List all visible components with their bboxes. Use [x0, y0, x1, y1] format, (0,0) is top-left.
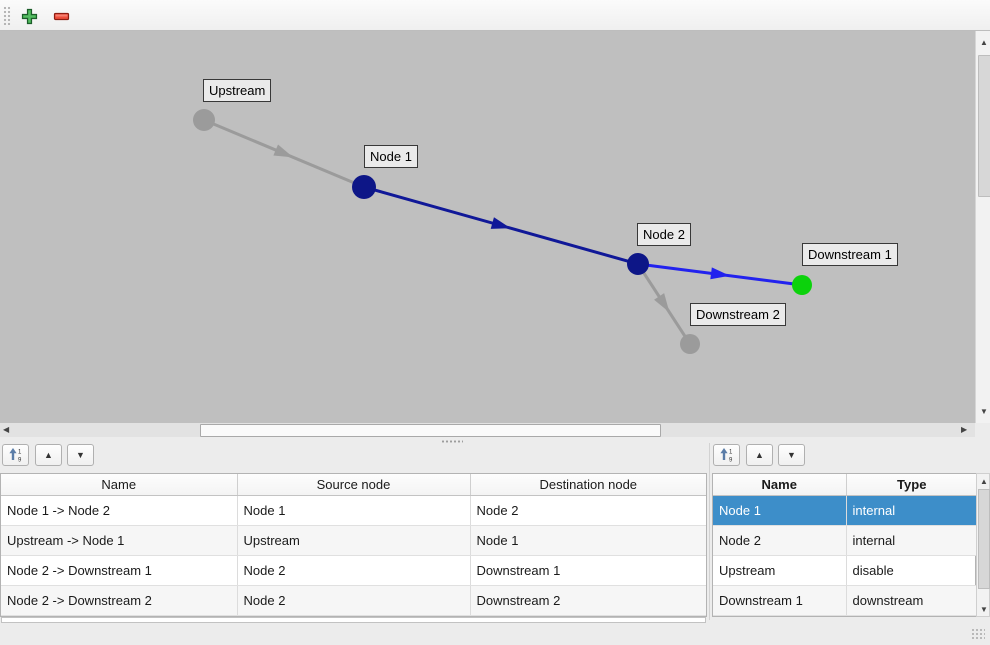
cell-type[interactable]: internal [846, 495, 977, 526]
sort-ascending-icon: 1 9 [719, 448, 733, 464]
window-resize-grip-icon[interactable] [971, 628, 985, 640]
nodes-sort-button[interactable]: 1 9 [713, 444, 740, 466]
edges-move-up-button[interactable]: ▲ [35, 444, 62, 466]
add-node-button[interactable] [20, 7, 38, 25]
pane-splitter[interactable] [0, 437, 990, 445]
graph-node-downstream-2[interactable] [680, 334, 700, 354]
edges-header-name[interactable]: Name [1, 474, 238, 496]
edges-sort-button[interactable]: 1 9 [2, 444, 29, 466]
splitter-grip-icon [441, 440, 463, 443]
node-label-node-1[interactable]: Node 1 [364, 145, 418, 168]
scroll-down-icon[interactable]: ▼ [980, 605, 988, 614]
svg-text:9: 9 [729, 458, 733, 464]
edges-header-destination[interactable]: Destination node [470, 474, 706, 496]
toolbar-grip[interactable] [3, 6, 11, 25]
cell-source[interactable]: Node 2 [237, 555, 471, 586]
scrollbar-corner [975, 423, 990, 437]
nodes-table-vscrollbar[interactable]: ▲ ▼ [976, 473, 990, 617]
cell-type[interactable]: downstream [846, 585, 977, 616]
canvas-horizontal-scrollbar-thumb[interactable] [200, 424, 661, 437]
cell-destination[interactable]: Downstream 2 [470, 585, 706, 616]
cell-source[interactable]: Node 2 [237, 585, 471, 616]
canvas-horizontal-scrollbar[interactable]: ◀ ▶ [0, 423, 975, 437]
cell-name[interactable]: Node 1 [713, 495, 847, 526]
edges-header-source[interactable]: Source node [237, 474, 471, 496]
cell-destination[interactable]: Node 2 [470, 495, 706, 526]
svg-text:1: 1 [18, 450, 22, 456]
cell-source[interactable]: Node 1 [237, 495, 471, 526]
cell-source[interactable]: Upstream [237, 525, 471, 556]
up-arrow-icon: ▲ [44, 449, 53, 460]
cell-name[interactable]: Downstream 1 [713, 585, 847, 616]
graph-svg [193, 109, 812, 354]
plus-icon [21, 8, 37, 24]
edge-arrow-icon [710, 267, 730, 280]
cell-destination[interactable]: Downstream 1 [470, 555, 706, 586]
edges-move-down-button[interactable]: ▼ [67, 444, 94, 466]
cell-name[interactable]: Node 2 [713, 525, 847, 556]
scroll-up-icon[interactable]: ▲ [980, 38, 988, 47]
graph-node-node-1[interactable] [352, 175, 376, 199]
cell-name[interactable]: Upstream -> Node 1 [1, 525, 238, 556]
canvas-vertical-scrollbar[interactable]: ▲ ▼ [975, 31, 990, 423]
graph-node-upstream[interactable] [193, 109, 215, 131]
remove-node-button[interactable] [52, 7, 70, 25]
minus-icon [53, 12, 69, 20]
cell-name[interactable]: Upstream [713, 555, 847, 586]
scroll-down-icon[interactable]: ▼ [980, 407, 988, 416]
cell-name[interactable]: Node 2 -> Downstream 2 [1, 585, 238, 616]
cell-name[interactable]: Node 2 -> Downstream 1 [1, 555, 238, 586]
nodes-move-down-button[interactable]: ▼ [778, 444, 805, 466]
node-label-node-2[interactable]: Node 2 [637, 223, 691, 246]
nodes-header-name[interactable]: Name [713, 474, 847, 496]
cell-type[interactable]: disable [846, 555, 977, 586]
scroll-left-icon[interactable]: ◀ [3, 425, 10, 434]
cell-destination[interactable]: Node 1 [470, 525, 706, 556]
nodes-header-type[interactable]: Type [846, 474, 977, 496]
node-label-downstream-2[interactable]: Downstream 2 [690, 303, 786, 326]
cell-type[interactable]: internal [846, 525, 977, 556]
node-label-upstream[interactable]: Upstream [203, 79, 272, 102]
nodes-table-scrollbar-thumb[interactable] [978, 489, 990, 589]
up-arrow-icon: ▲ [755, 449, 764, 460]
nodes-move-up-button[interactable]: ▲ [746, 444, 773, 466]
sort-ascending-icon: 1 9 [8, 448, 22, 464]
scroll-up-icon[interactable]: ▲ [980, 477, 988, 486]
edge-arrow-icon [273, 144, 294, 158]
edge-arrow-icon [654, 293, 670, 313]
down-arrow-icon: ▼ [76, 449, 85, 460]
main-toolbar [0, 0, 990, 31]
node-label-downstream-1[interactable]: Downstream 1 [802, 243, 898, 266]
edges-table: Name Source node Destination node Node 1… [0, 473, 707, 617]
cell-name[interactable]: Node 1 -> Node 2 [1, 495, 238, 526]
scroll-right-icon[interactable]: ▶ [961, 425, 968, 434]
panel-divider[interactable] [709, 443, 710, 620]
svg-text:1: 1 [729, 450, 733, 456]
canvas-vertical-scrollbar-thumb[interactable] [978, 55, 990, 197]
edge-arrow-icon [490, 217, 511, 229]
down-arrow-icon: ▼ [787, 449, 796, 460]
edges-table-hscrollbar[interactable] [1, 617, 706, 623]
graph-node-downstream-1[interactable] [792, 275, 812, 295]
svg-text:9: 9 [18, 458, 22, 464]
graph-node-node-2[interactable] [627, 253, 649, 275]
